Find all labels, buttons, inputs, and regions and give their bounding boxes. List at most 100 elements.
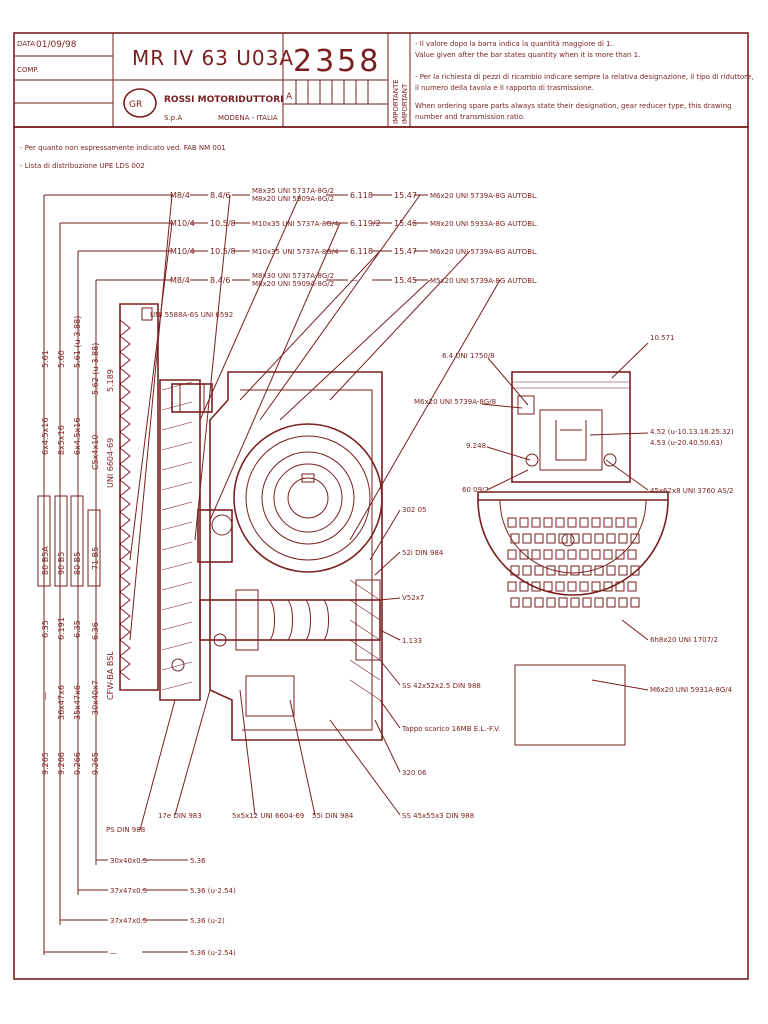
callout-screw: M8x35 UNI 5737A-8G/2: [252, 187, 334, 195]
bottom-ring: 37x47x0.5: [110, 887, 147, 895]
grid-slot: [579, 549, 589, 560]
label-ps: PS DIN 988: [106, 826, 145, 834]
grid-slot: [510, 565, 520, 576]
grid-slot: [519, 549, 529, 560]
col2-label: 36x47x6: [57, 685, 66, 720]
grid-slot: [555, 549, 565, 560]
col2-label: 90 B5: [57, 552, 66, 575]
date-label: DATA: [17, 40, 35, 48]
callout-screw: M10x35 UNI 5737A-8G/4: [252, 248, 339, 256]
bottom-code: 5.36 (u-2): [190, 917, 225, 925]
label-30205: 302 05: [402, 506, 427, 514]
label-9248: 9.248: [466, 442, 486, 450]
notes: - Il valore dopo la barra indica la quan…: [415, 40, 753, 121]
end-view-leaders: [481, 342, 649, 691]
company-sub1: S.p.A: [164, 114, 182, 122]
col4-label: C5x4x10: [91, 435, 100, 470]
label-55i: 55i DIN 984: [312, 812, 354, 820]
grid-slot: [615, 581, 625, 592]
col4-label: 71 B5: [91, 547, 100, 570]
company-name: ROSSI MOTORIDUTTORI: [164, 95, 284, 105]
grid-slot: [591, 517, 601, 528]
grid-slot: [630, 565, 640, 576]
grid-slot: [567, 581, 577, 592]
bottom-row: —5.36 (u-2.54): [44, 949, 236, 957]
label-m6b: M6x20 UNI 5931A-8G/4: [650, 686, 733, 694]
grid-slot: [567, 549, 577, 560]
label-uni-top: UNI 5588A-6S UNI 6592: [150, 311, 233, 319]
label-1133: 1.133: [402, 637, 422, 645]
grid-slot: [558, 533, 568, 544]
grid-slot: [606, 565, 616, 576]
label-64: 6.4 UNI 1750/8: [442, 352, 495, 360]
grid-slot: [582, 533, 592, 544]
grid-slot: [543, 517, 553, 528]
grid-slot: [603, 549, 613, 560]
revision-letter: A: [286, 92, 293, 102]
grid-slot: [546, 565, 556, 576]
grid-slot: [522, 565, 532, 576]
grid-slot: [531, 581, 541, 592]
callout-autobl: M6x20 UNI 5739A-8G AUTOBL.: [430, 248, 538, 256]
bottom-code: 5.36 (u-2.54): [190, 949, 236, 957]
callout-code: 6.118: [350, 247, 373, 256]
callout-code: —: [350, 276, 358, 285]
grid-slot: [591, 549, 601, 560]
title-block: DATA 01/09/98 COMP. MR IV 63 U03A 2358 A…: [13, 32, 753, 128]
gearbox-end-view: [477, 371, 669, 746]
grid-slot: [594, 533, 604, 544]
col5-label: 5.189: [106, 369, 115, 392]
ventilation-grid: [507, 517, 640, 608]
grid-slot: [570, 533, 580, 544]
label-17e: 17e DIN 983: [158, 812, 202, 820]
grid-slot: [630, 533, 640, 544]
col1-label: 6x4.5x16: [41, 418, 50, 455]
grid-slot: [522, 597, 532, 608]
grid-slot: [618, 565, 628, 576]
col1-label: 5.61: [41, 350, 50, 368]
grid-slot: [615, 549, 625, 560]
bottom-code: 5.36: [190, 857, 206, 865]
grid-slot: [627, 549, 637, 560]
label-ss1: SS 42x52x2.5 DIN 988: [402, 682, 481, 690]
callout-code: 15.47: [394, 247, 417, 256]
col4-label: 30x40x7: [91, 680, 100, 715]
callout-thread: M8/4: [170, 191, 190, 200]
col1-label: 80 B5A: [41, 546, 50, 575]
grid-slot: [606, 533, 616, 544]
col3-label: 5.61 (u-3.88): [73, 316, 82, 368]
grid-slot: [534, 597, 544, 608]
grid-slot: [507, 517, 517, 528]
grid-slot: [510, 597, 520, 608]
col3-label: 80 B5: [73, 552, 82, 575]
section-labels: UNI 5588A-6S UNI 6592 302 05 52i DIN 984…: [106, 311, 500, 834]
callout-screw: M8x20 UNI 5909A-8G/2: [252, 195, 334, 203]
label-453: 4.53 (u-20.40.50.63): [650, 439, 723, 447]
grid-slot: [543, 549, 553, 560]
label-tappo: Tappo scarico 16MB E.L.-F.V.: [401, 725, 500, 733]
label-52i: 52i DIN 984: [402, 549, 444, 557]
note-line: il numero della tavola e il rapporto di …: [415, 84, 594, 92]
grid-slot: [630, 597, 640, 608]
label-6009: 60 09/2: [462, 486, 489, 494]
label-m6: M6x20 UNI 5739A-8G/8: [414, 398, 496, 406]
grid-slot: [579, 517, 589, 528]
col2-label: 6.191: [57, 617, 66, 640]
bottom-ring: 37x47x0.5: [110, 917, 147, 925]
col1-label: 6.35: [41, 620, 50, 638]
col3-label: 9.266: [73, 752, 82, 775]
col3-label: 6.35: [73, 620, 82, 638]
grid-slot: [627, 581, 637, 592]
note-line: Value given after the bar states quantit…: [415, 51, 640, 59]
callout-code: 15.47: [394, 191, 417, 200]
grid-slot: [567, 517, 577, 528]
grid-slot: [603, 517, 613, 528]
callout-code: 6.118: [350, 191, 373, 200]
grid-slot: [594, 565, 604, 576]
col5-label: CFW-BA BSL: [106, 651, 115, 700]
company-logo: GR: [123, 88, 157, 118]
